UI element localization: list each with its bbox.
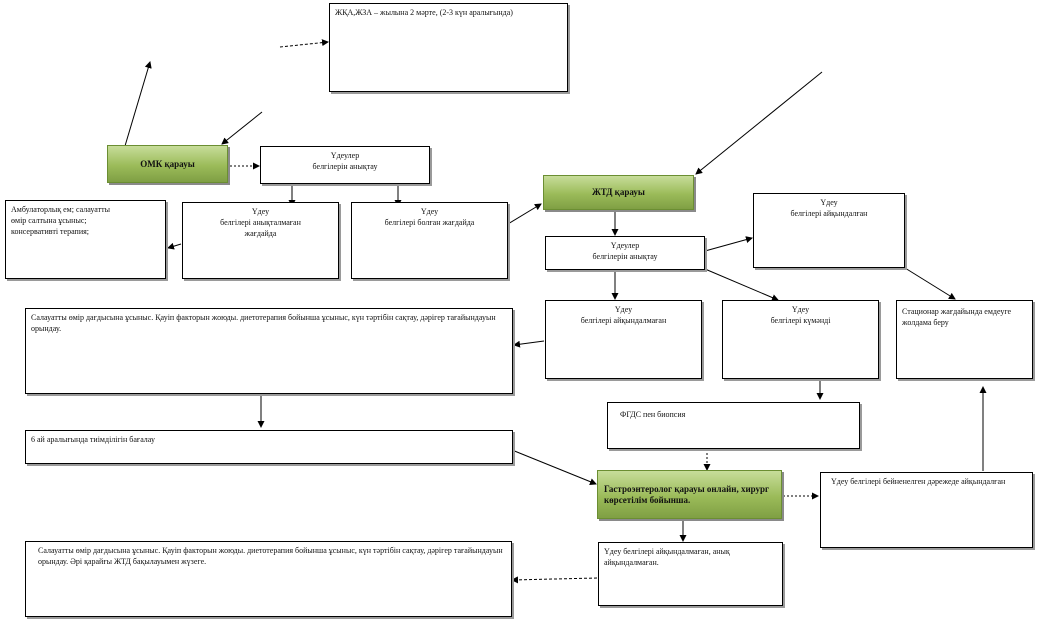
node-symptoms-suspected-line2: белгілері күмәнді xyxy=(770,316,831,325)
node-ambulatory-line3: консервативті терапия; xyxy=(11,227,90,236)
node-zhtd: ЖТД қарауы xyxy=(543,175,694,210)
node-symptoms-eval-2-line1: Үдеулер xyxy=(610,241,640,250)
arrow-up-left xyxy=(124,61,152,147)
node-symptoms-suspected: Үдеу белгілері күмәнді xyxy=(722,300,879,379)
node-top-box-text: ЖҚА,ЖЗА – жылына 2 мәрте, (2-3 күн аралы… xyxy=(335,8,513,17)
node-no-symptoms-1-line3: жағдайда xyxy=(244,229,277,238)
node-ambulatory-line1: Амбулаторлық ем; салауатты xyxy=(11,205,110,214)
node-severity: Үдеу белгілері бейненелген дәрежеде айқы… xyxy=(820,472,1033,548)
node-final-status-text: Үдеу белгілері айқындалмаған, анық айқын… xyxy=(604,547,730,567)
arrow-eval-to-found xyxy=(704,236,753,252)
node-symptoms-eval-1-line1: Үдеулер xyxy=(330,151,360,160)
node-ambulatory: Амбулаторлық ем; салауатты өмір салтына … xyxy=(5,200,166,279)
node-symptoms-eval-1: Үдеулер белгілерін анықтау xyxy=(260,146,430,184)
node-top-box: ЖҚА,ЖЗА – жылына 2 мәрте, (2-3 күн аралы… xyxy=(329,3,568,92)
node-fgds-text: ФГДС пен биопсия xyxy=(620,410,686,419)
node-symptoms-present-line1: Үдеу xyxy=(420,207,439,216)
node-symptoms-eval-2: Үдеулер белгілерін анықтау xyxy=(545,236,705,270)
arrow-topright-to-zhtd xyxy=(695,71,823,175)
arrow-notfound-to-lifestyle xyxy=(513,340,545,348)
arrow-final-to-lifestyle2 xyxy=(511,576,598,584)
node-symptoms-found-top: Үдеу белгілері айқындалған xyxy=(753,193,905,268)
node-lifestyle-2-text: Салауатты өмір дағдысына ұсыныс. Қауіп ф… xyxy=(38,546,503,566)
node-ambulatory-line2: өмір салтына ұсыныс; xyxy=(11,216,87,225)
arrow-found-to-stationary xyxy=(904,267,956,300)
node-lifestyle-1: Салауатты өмір дағдысына ұсыныс. Қауіп ф… xyxy=(25,308,513,394)
arrow-eval-to-suspected xyxy=(704,268,779,301)
arrow-6mo-to-gastro xyxy=(511,449,597,485)
node-zhtd-text: ЖТД қарауы xyxy=(592,187,645,197)
arrow-to-top-box xyxy=(279,39,329,48)
node-lifestyle-1-text: Салауатты өмір дағдысына ұсыныс. Қауіп ф… xyxy=(31,313,496,333)
node-no-symptoms-1: Үдеу белгілері анықталмаған жағдайда xyxy=(182,202,339,279)
node-gastro: Гастроэнтеролог қарауы онлайн, хирург кө… xyxy=(597,470,782,519)
node-stationary-text: Стационар жағдайында емдеуге жолдама бер… xyxy=(902,307,1012,327)
node-stationary: Стационар жағдайында емдеуге жолдама бер… xyxy=(896,300,1033,379)
node-six-months: 6 ай аралығында тиімділігін бағалау xyxy=(25,430,513,464)
arrow-top-to-omk xyxy=(221,111,263,145)
node-no-symptoms-1-line2: белгілері анықталмаған xyxy=(220,218,301,227)
node-symptoms-suspected-line1: Үдеу xyxy=(791,305,810,314)
node-symptoms-eval-2-line2: белгілерін анықтау xyxy=(592,252,658,261)
node-lifestyle-2: Салауатты өмір дағдысына ұсыныс. Қауіп ф… xyxy=(25,541,512,617)
node-no-symptoms-2-line1: Үдеу xyxy=(614,305,633,314)
node-six-months-text: 6 ай аралығында тиімділігін бағалау xyxy=(31,435,155,444)
node-symptoms-found-top-line1: Үдеу xyxy=(820,198,838,207)
arrow-to-ambulatory xyxy=(167,242,182,250)
node-omk-text: ОМК қарауы xyxy=(140,158,195,169)
node-symptoms-present: Үдеу белгілері болған жағдайда xyxy=(351,202,508,279)
node-symptoms-eval-1-line2: белгілерін анықтау xyxy=(312,162,378,171)
node-fgds: ФГДС пен биопсия xyxy=(607,402,860,449)
node-final-status: Үдеу белгілері айқындалмаған, анық айқын… xyxy=(598,542,783,606)
node-gastro-text: Гастроэнтеролог қарауы онлайн, хирург кө… xyxy=(604,483,770,505)
node-symptoms-found-top-line2: белгілері айқындалған xyxy=(790,209,868,218)
node-symptoms-present-line2: белгілері болған жағдайда xyxy=(384,218,475,227)
node-severity-text: Үдеу белгілері бейненелген дәрежеде айқы… xyxy=(831,477,1006,486)
node-omk: ОМК қарауы xyxy=(107,145,228,183)
node-no-symptoms-1-line1: Үдеу xyxy=(251,207,270,216)
arrow-symptoms-to-zhtd xyxy=(507,203,542,225)
node-no-symptoms-2-line2: белгілері айқындалмаған xyxy=(580,316,667,325)
node-no-symptoms-2: Үдеу белгілері айқындалмаған xyxy=(545,300,702,379)
